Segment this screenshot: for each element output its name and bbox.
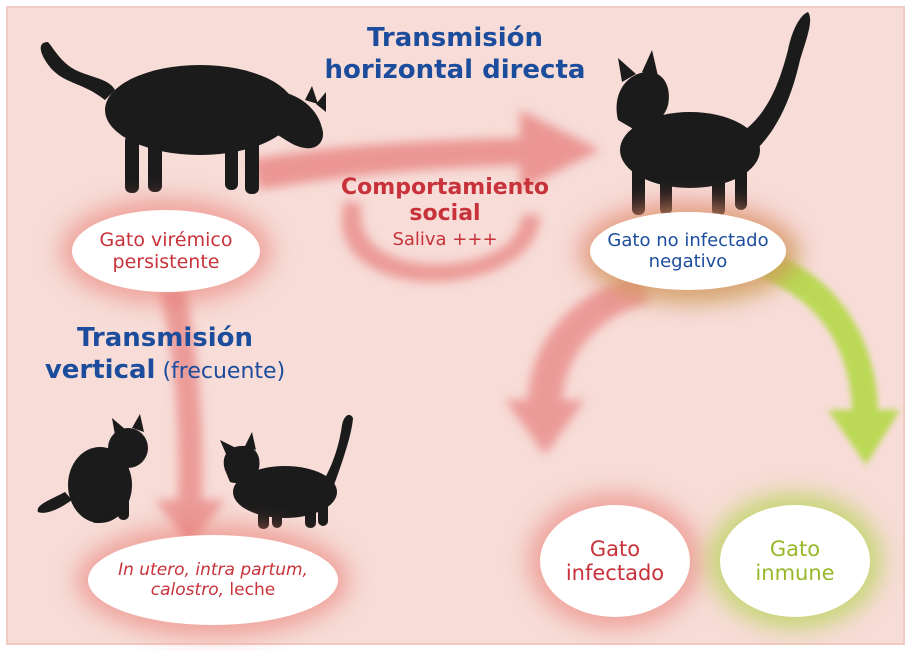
vertical-title-line2-rest: (frecuente) bbox=[155, 359, 286, 384]
node-immune-line2: inmune bbox=[755, 561, 835, 585]
saliva-label: Saliva +++ bbox=[392, 229, 498, 250]
node-viremic-line1: Gato virémico bbox=[99, 229, 233, 251]
node-transmission-routes: In utero, intra partum, calostro, leche bbox=[88, 535, 338, 625]
cat-silhouette-icon bbox=[40, 42, 326, 194]
arrow-to-immune bbox=[740, 248, 900, 465]
node-uninfected-line1: Gato no infectado bbox=[607, 230, 769, 251]
social-line1: Comportamiento bbox=[341, 175, 549, 200]
horizontal-transmission-title: Transmisión horizontal directa bbox=[320, 22, 590, 86]
social-behaviour-label: Comportamiento social Saliva +++ bbox=[325, 175, 565, 253]
node-viremic-cat: Gato virémico persistente bbox=[72, 210, 260, 292]
horizontal-title-line1: Transmisión bbox=[367, 23, 543, 53]
arrow-vertical-transmission bbox=[155, 288, 225, 545]
vertical-transmission-title: Transmisión vertical (frecuente) bbox=[15, 322, 315, 388]
node-uninfected-line2: negativo bbox=[648, 251, 728, 272]
node-infected-line1: Gato bbox=[589, 537, 641, 561]
kitten-silhouette-icon bbox=[220, 414, 353, 529]
horizontal-title-line2: horizontal directa bbox=[324, 55, 586, 85]
routes-line2-plain: leche bbox=[224, 580, 276, 600]
routes-line2-italic: calostro, bbox=[150, 580, 225, 600]
vertical-title-line2-bold: vertical bbox=[44, 355, 156, 385]
arrow-to-infected bbox=[505, 275, 650, 455]
node-uninfected-cat: Gato no infectado negativo bbox=[590, 212, 786, 290]
node-infected-cat: Gato infectado bbox=[540, 505, 690, 617]
arrow-horizontal-transmission bbox=[250, 110, 600, 190]
node-infected-line2: infectado bbox=[565, 561, 665, 585]
node-immune-line1: Gato bbox=[769, 537, 821, 561]
cat-silhouette-icon bbox=[616, 12, 811, 216]
kitten-silhouette-icon bbox=[37, 414, 148, 523]
social-line2: social bbox=[409, 201, 481, 226]
vertical-title-line1: Transmisión bbox=[77, 323, 253, 353]
arrow-social-loop bbox=[341, 200, 540, 282]
routes-line1: In utero, intra partum, bbox=[118, 560, 308, 580]
node-immune-cat: Gato inmune bbox=[720, 505, 870, 617]
node-viremic-line2: persistente bbox=[112, 251, 220, 273]
